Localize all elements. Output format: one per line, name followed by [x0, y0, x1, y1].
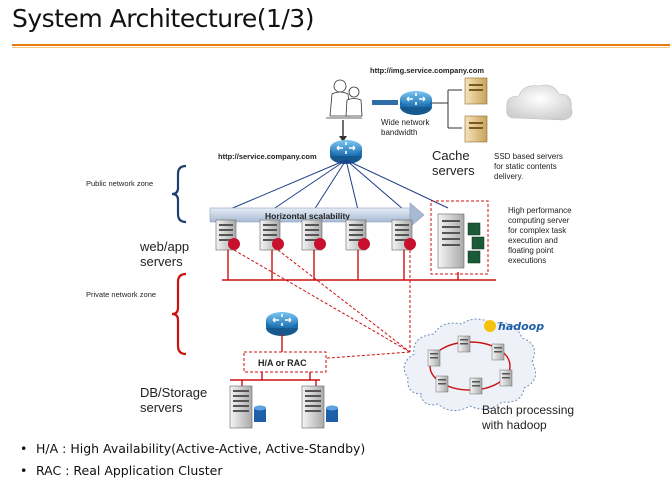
title-underline-light — [12, 47, 670, 48]
ssd-label-3: delivery. — [494, 172, 523, 181]
db-storage-label-2: servers — [140, 400, 183, 415]
public-zone-brace — [171, 164, 187, 224]
hadoop-cluster-cloud — [403, 318, 537, 411]
footnote-text: H/A : High Availability(Active-Active, A… — [36, 441, 366, 456]
hpc-label-6: executions — [508, 256, 546, 265]
webapp-servers-label-1: web/app — [139, 239, 189, 254]
ssd-label-2: for static contents — [494, 162, 557, 171]
hpc-server-icon — [437, 213, 485, 269]
page-title: System Architecture(1/3) — [12, 4, 314, 33]
public-zone-label: Public network zone — [86, 179, 153, 188]
bandwidth-link — [372, 100, 398, 105]
footnote-text: RAC : Real Application Cluster — [36, 463, 223, 478]
wan-router-icon — [399, 90, 433, 116]
bullet-dot: • — [20, 463, 28, 478]
footnotes: • H/A : High Availability(Active-Active, … — [20, 438, 365, 482]
batch-processing-label-2: with hadoop — [481, 418, 547, 432]
hpc-label-3: for complex task — [508, 226, 567, 235]
hadoop-links — [233, 249, 411, 361]
cloud-icon — [506, 84, 573, 121]
bullet-dot: • — [20, 441, 28, 456]
db-router-icon — [265, 311, 299, 337]
service-url-label: http://service.company.com — [218, 152, 317, 161]
hpc-label-5: floating point — [508, 246, 554, 255]
hadoop-logo: hadoop — [484, 320, 544, 333]
hadoop-elephant-icon — [484, 320, 496, 332]
web-app-servers — [215, 219, 416, 251]
horizontal-scalability-label: Horizontal scalability — [265, 211, 350, 221]
title-underline — [12, 44, 670, 46]
hpc-label-4: execution and — [508, 236, 558, 245]
ssd-label-1: SSD based servers — [494, 152, 563, 161]
cache-servers-label-2: servers — [432, 163, 475, 178]
hadoop-logo-text: hadoop — [498, 320, 544, 333]
hpc-label-1: High performance — [508, 206, 572, 215]
hpc-label-2: computing server — [508, 216, 570, 225]
wide-network-label-2: bandwidth — [381, 128, 417, 137]
footnote-item: • H/A : High Availability(Active-Active, … — [20, 438, 365, 460]
img-url-label: http://img.service.company.com — [370, 66, 484, 75]
ha-rac-label: H/A or RAC — [258, 358, 307, 368]
batch-processing-label-1: Batch processing — [482, 403, 574, 417]
cache-servers-label-1: Cache — [432, 148, 470, 163]
footnote-item: • RAC : Real Application Cluster — [20, 460, 365, 482]
wide-network-label-1: Wide network — [381, 118, 430, 127]
db-storage-label-1: DB/Storage — [140, 385, 207, 400]
users-icon — [326, 79, 363, 119]
private-bus — [222, 250, 496, 281]
private-zone-brace — [171, 272, 187, 356]
webapp-servers-label-2: servers — [140, 254, 183, 269]
db-storage-servers — [229, 385, 338, 429]
ha-rac-box — [243, 351, 327, 373]
cache-server-icon — [464, 77, 488, 143]
private-zone-label: Private network zone — [86, 290, 156, 299]
router-fanout-links — [227, 159, 449, 211]
